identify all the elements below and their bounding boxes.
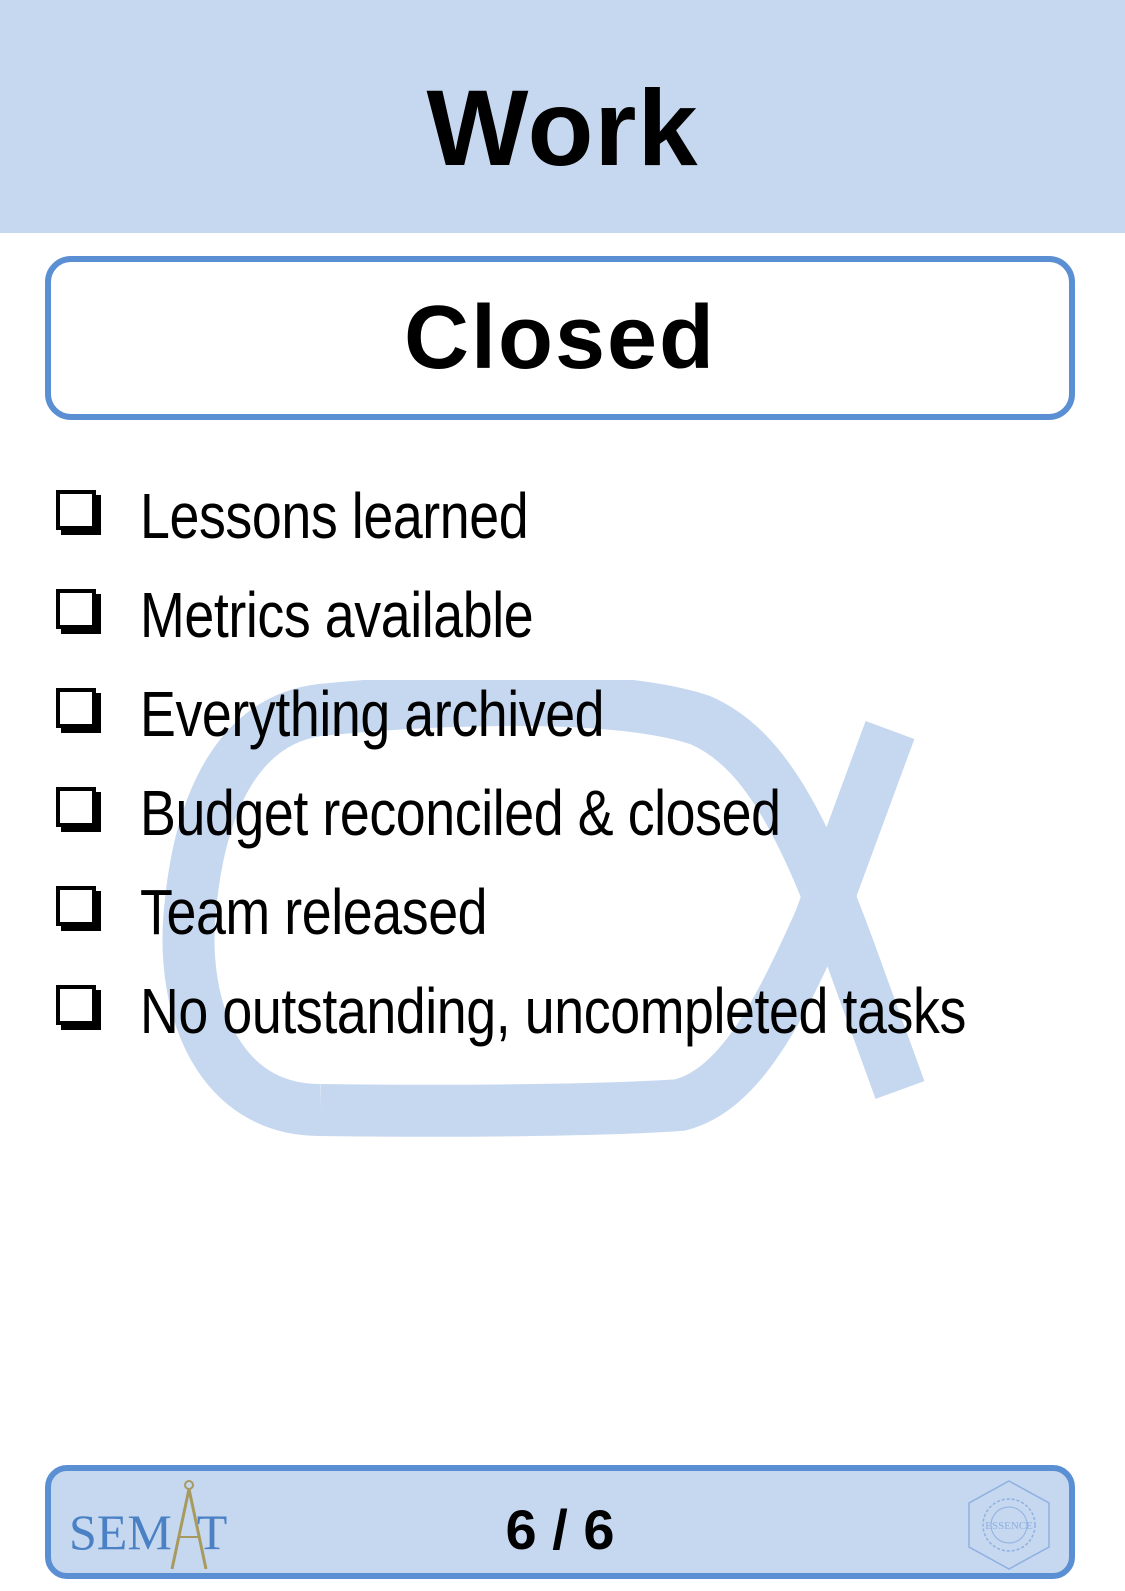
checklist-item-label: No outstanding, uncompleted tasks [140, 974, 966, 1047]
card-header: Work [0, 0, 1125, 233]
state-title: Closed [403, 287, 717, 388]
checklist-item[interactable]: Budget reconciled & closed [56, 763, 1096, 862]
empty-checkbox-icon[interactable] [56, 786, 96, 827]
checklist-item[interactable]: Metrics available [56, 565, 1096, 664]
alpha-title: Work [426, 67, 699, 188]
alpha-watermark-icon [162, 680, 925, 1137]
checklist-item-label: Lessons learned [140, 479, 529, 552]
checklist-item-label: Everything archived [140, 677, 605, 750]
checklist-item[interactable]: Lessons learned [56, 466, 1096, 565]
essence-logo-text: ESSENCE [985, 1520, 1033, 1532]
checklist: Lessons learned Metrics available Everyt… [56, 466, 1096, 1060]
compass-icon [170, 1480, 208, 1570]
checklist-item-label: Budget reconciled & closed [140, 776, 781, 849]
empty-checkbox-icon[interactable] [56, 588, 96, 629]
checklist-item-label: Metrics available [140, 578, 534, 651]
state-box: Closed [45, 256, 1075, 420]
empty-checkbox-icon[interactable] [56, 687, 96, 728]
empty-checkbox-icon[interactable] [56, 984, 96, 1025]
checklist-item[interactable]: No outstanding, uncompleted tasks [56, 961, 1096, 1060]
checklist-item-label: Team released [140, 875, 488, 948]
checklist-item[interactable]: Team released [56, 862, 1096, 961]
page-counter: 6 / 6 [505, 1498, 615, 1561]
card-footer: SEM T 6 / 6 ESSENCE [45, 1465, 1075, 1579]
checklist-item[interactable]: Everything archived [56, 664, 1096, 763]
semat-logo: SEM T [69, 1477, 259, 1573]
empty-checkbox-icon[interactable] [56, 885, 96, 926]
empty-checkbox-icon[interactable] [56, 489, 96, 530]
essence-logo-icon: ESSENCE [968, 1480, 1050, 1570]
